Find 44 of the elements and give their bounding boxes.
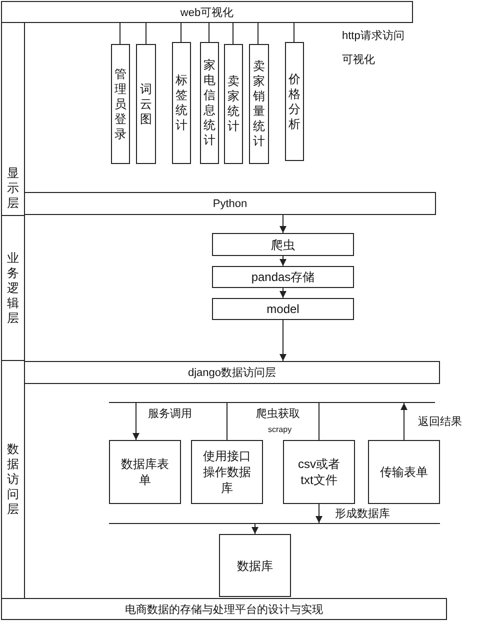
connector-line <box>232 22 234 44</box>
connector-line <box>226 402 228 440</box>
arrow <box>280 288 286 298</box>
bus-line <box>109 523 440 524</box>
note-text: scrapy <box>268 425 292 434</box>
arrow <box>280 320 286 362</box>
process-box: csv或者txt文件 <box>283 440 355 504</box>
arrow <box>400 402 408 440</box>
note-text: 可视化 <box>342 53 375 67</box>
bus-line <box>109 402 435 403</box>
layer-bar: web可视化 <box>1 1 413 23</box>
module-box: 管理员登录 <box>111 44 130 164</box>
connector-line <box>318 402 320 440</box>
connector-line <box>208 22 210 42</box>
process-box: 使用接口操作数据库 <box>191 440 263 504</box>
edge-label: 服务调用 <box>148 407 192 421</box>
module-box: 卖家统计 <box>224 44 243 164</box>
edge-label: 返回结果 <box>418 415 462 429</box>
arrow <box>280 256 286 266</box>
note-text: http请求访问 <box>342 28 404 43</box>
arrow <box>280 214 286 234</box>
layer-bar: 电商数据的存储与处理平台的设计与实现 <box>1 598 447 620</box>
process-box: 数据库表单 <box>109 440 181 504</box>
module-box: 家电信息统计 <box>200 42 219 164</box>
process-box: model <box>212 298 354 320</box>
process-box: 数据库 <box>219 534 291 597</box>
process-box: 爬虫 <box>212 233 354 256</box>
module-box: 标签统计 <box>172 42 191 164</box>
module-box: 词云图 <box>136 44 156 164</box>
layer-band: 业务逻辑层 <box>1 215 25 361</box>
layer-band: 数据访问层 <box>1 360 25 599</box>
arrow <box>316 504 322 524</box>
connector-line <box>180 22 182 42</box>
layer-band: 显示层 <box>1 22 25 216</box>
edge-label: 爬虫获取 <box>256 407 300 421</box>
process-box: 传输表单 <box>368 440 440 504</box>
arrow <box>132 402 140 440</box>
layer-bar: django数据访问层 <box>24 361 440 384</box>
module-box: 卖家销量统计 <box>249 44 269 164</box>
process-box: pandas存储 <box>212 266 354 288</box>
layer-bar: Python <box>24 192 436 215</box>
module-box: 价格分析 <box>285 42 304 161</box>
edge-label: 形成数据库 <box>335 506 390 521</box>
arrow <box>252 524 258 534</box>
